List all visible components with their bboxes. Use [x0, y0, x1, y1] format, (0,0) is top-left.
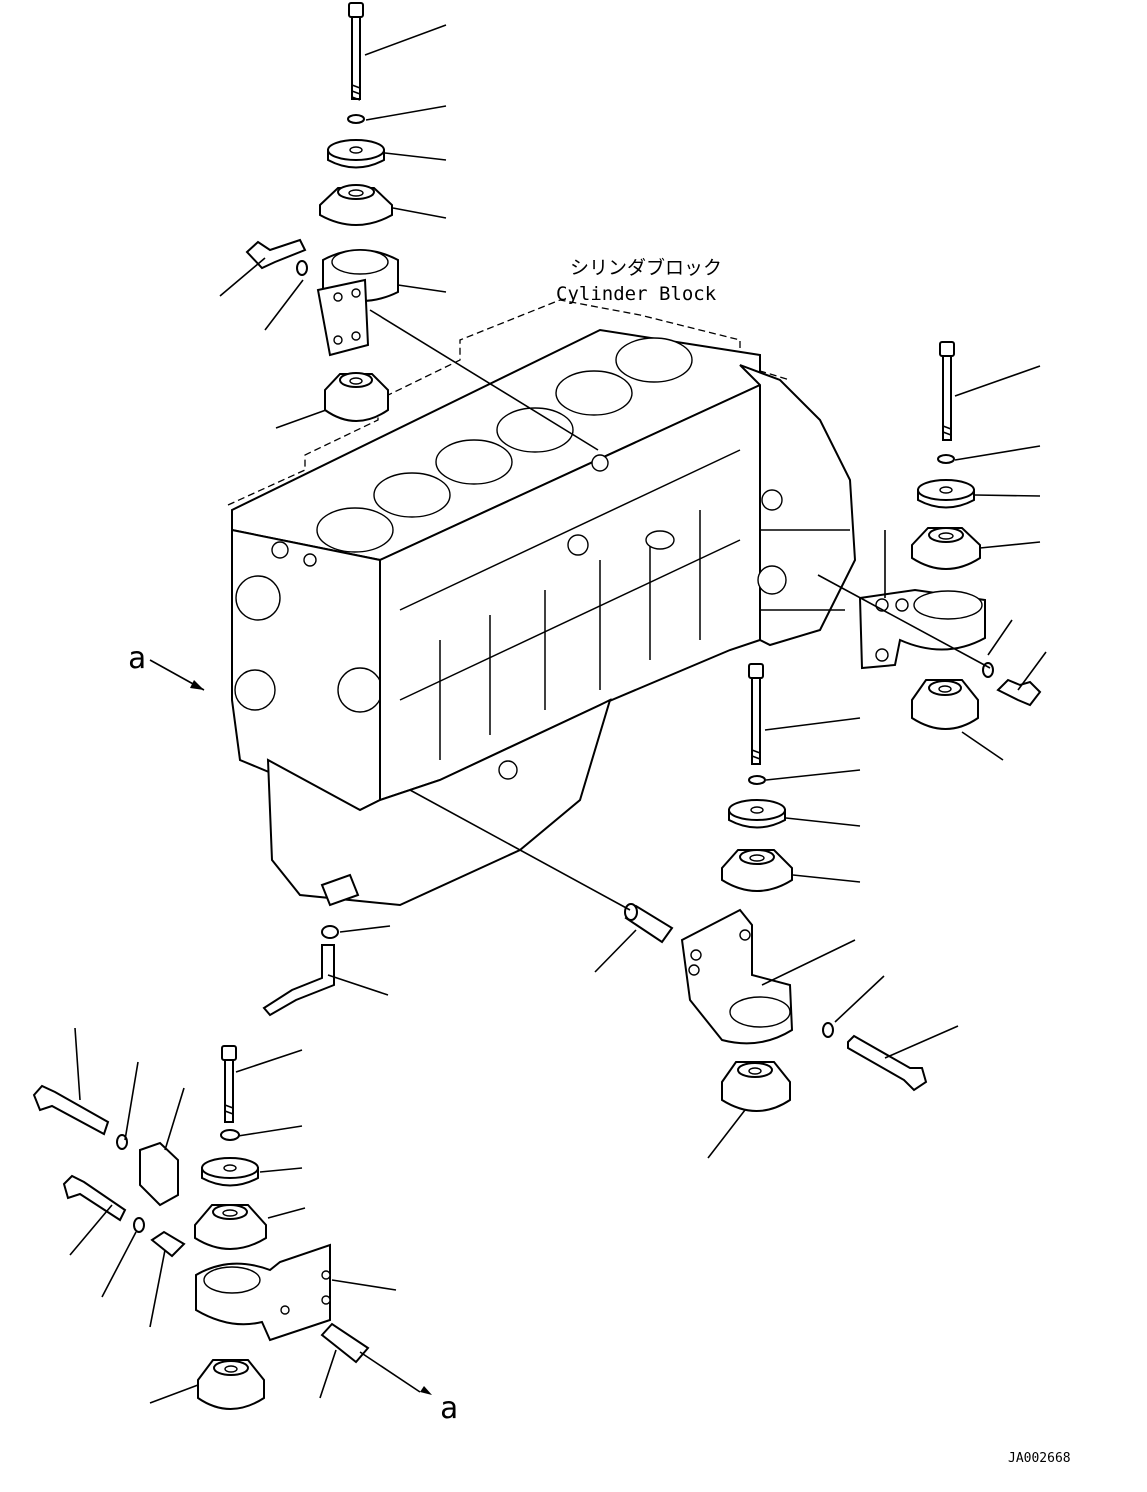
right-mount-assembly — [817, 341, 1047, 761]
bolt-head-top — [348, 2, 364, 18]
long-bolt-bottom — [32, 1084, 110, 1136]
washer-right — [937, 454, 955, 464]
drawing-number: JA002668 — [1008, 1451, 1071, 1466]
side-bolt-top — [245, 238, 307, 270]
side-washer-center — [822, 1022, 834, 1038]
rubber-cushion-upper-bottom — [194, 1204, 267, 1250]
washer-top — [347, 114, 365, 124]
side-bolt-center — [847, 1034, 928, 1092]
rubber-cushion-upper-center — [721, 849, 793, 892]
center-right-mount-assembly — [409, 663, 959, 1159]
rubber-cushion-lower-bottom — [197, 1359, 265, 1410]
short-bolt-washer — [133, 1217, 145, 1233]
washer-bottom — [220, 1129, 240, 1141]
oil-hose — [262, 944, 335, 1017]
mount-bolt-right — [942, 355, 952, 441]
view-marker-left: a — [128, 641, 146, 676]
cylinder-bore-6 — [615, 337, 693, 383]
cylinder-block-label-jp: シリンダブロック — [570, 256, 722, 279]
cylinder-bore-1 — [316, 507, 394, 553]
hose-fitting — [321, 925, 339, 939]
rubber-cushion-lower-right — [911, 679, 979, 730]
mount-bracket-bottom — [195, 1243, 331, 1342]
cylinder-block — [227, 299, 857, 907]
rubber-cushion-upper-right — [911, 527, 981, 570]
view-marker-bottom: a — [440, 1391, 458, 1426]
collar-bottom-right — [320, 1322, 370, 1364]
stopper-block-bottom — [139, 1141, 179, 1207]
cylinder-bore-4 — [496, 407, 574, 453]
cylinder-bore-2 — [373, 472, 451, 518]
collar-bottom-left — [150, 1230, 186, 1258]
top-mount-assembly — [219, 2, 599, 451]
rubber-cushion-lower-top — [324, 373, 389, 422]
side-washer-right — [982, 662, 994, 678]
oil-hose-assembly — [262, 925, 391, 1017]
view-arrow-left — [149, 659, 205, 691]
side-bolt-right — [996, 678, 1042, 707]
cylinder-bore-5 — [555, 370, 633, 416]
cylinder-bore-3 — [435, 439, 513, 485]
short-bolt-bottom — [62, 1174, 127, 1222]
mount-bracket-top-plate — [316, 278, 370, 357]
rubber-cushion-upper-top — [319, 187, 393, 226]
washer-center — [748, 775, 766, 785]
cylinder-block-label-en: Cylinder Block — [556, 283, 717, 305]
rubber-cushion-lower-center — [721, 1061, 791, 1112]
mount-bolt-center — [751, 677, 761, 765]
side-washer-top — [296, 260, 308, 276]
bottom-left-mount-assembly — [32, 1027, 432, 1410]
mount-bolt-bottom — [224, 1059, 234, 1123]
